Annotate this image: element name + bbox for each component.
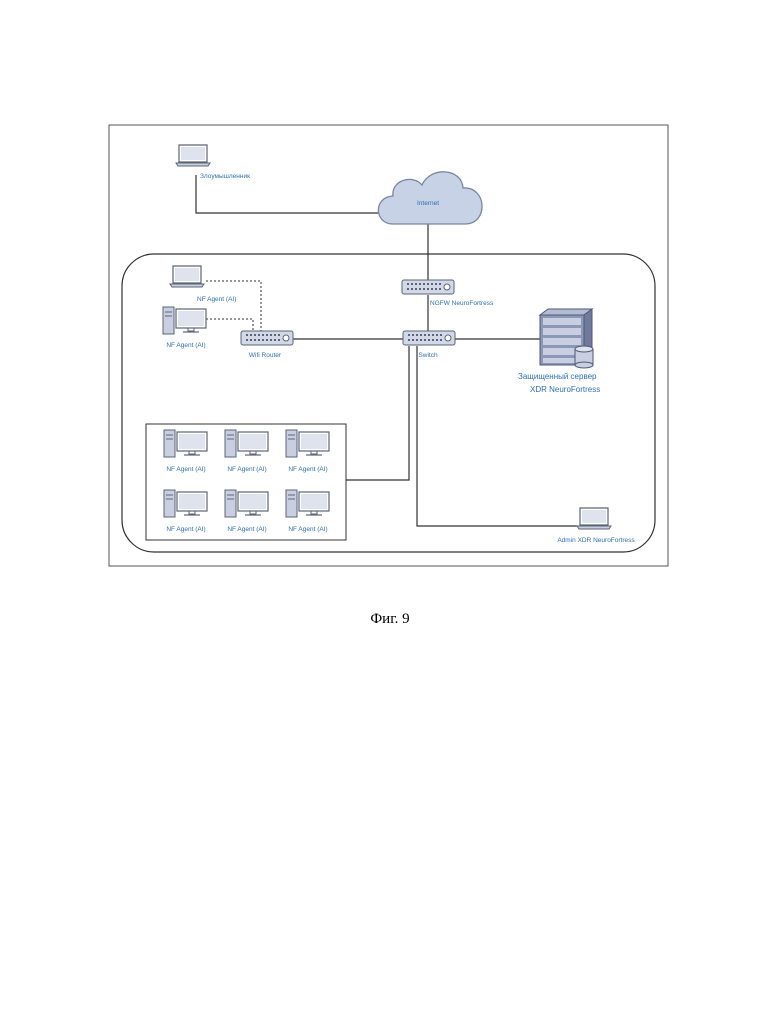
grid-agent-desktop-icon [225,490,268,517]
grid-agent-label: NF Agent (AI) [227,526,266,533]
ngfw-label: NGFW NeuroFortress [430,300,494,307]
grid-agent-desktop-icon [286,490,329,517]
connections [196,175,577,526]
grid-agent-desktop-icon [164,430,207,457]
agent-laptop-icon [170,266,204,287]
agent-desktop-label: NF Agent (AI) [166,342,205,349]
wifi-link-desktop [206,319,253,331]
wifi-link-laptop [206,281,261,331]
agent-laptop-label: NF Agent (AI) [197,296,236,303]
internet-cloud-icon [378,172,482,224]
admin-laptop-icon [577,508,611,529]
grid-agent-label: NF Agent (AI) [166,466,205,473]
admin-label: Admin XDR NeuroFortress [557,537,635,544]
grid-agent-label: NF Agent (AI) [227,466,266,473]
intruder-label: Злоумышленник [200,173,250,180]
internet-label: Internet [417,200,439,207]
grid-agent-desktop-icon [164,490,207,517]
ngfw-device-icon [402,280,454,294]
grid-agent-label: NF Agent (AI) [166,526,205,533]
switch-label: Switch [418,352,438,359]
grid-agent-label: NF Agent (AI) [288,526,327,533]
switch-device-icon [403,331,455,345]
figure-caption: Фиг. 9 [0,611,780,628]
grid-agent-label: NF Agent (AI) [288,466,327,473]
agent-desktop-icon [163,307,206,334]
link-switch-agents [346,346,409,480]
intruder-laptop-icon [176,145,210,166]
grid-agent-desktop-icon [225,430,268,457]
server-label-line1: Защищенный сервер [518,372,597,381]
server-label-line2: XDR NeuroFortress [530,385,600,394]
database-icon [575,346,593,368]
wifi-router-icon [241,331,293,345]
wifi-router-label: Wifi Router [249,352,282,359]
wifi-links [206,281,261,331]
grid-agent-desktop-icon [286,430,329,457]
link-intruder-internet [196,175,383,213]
